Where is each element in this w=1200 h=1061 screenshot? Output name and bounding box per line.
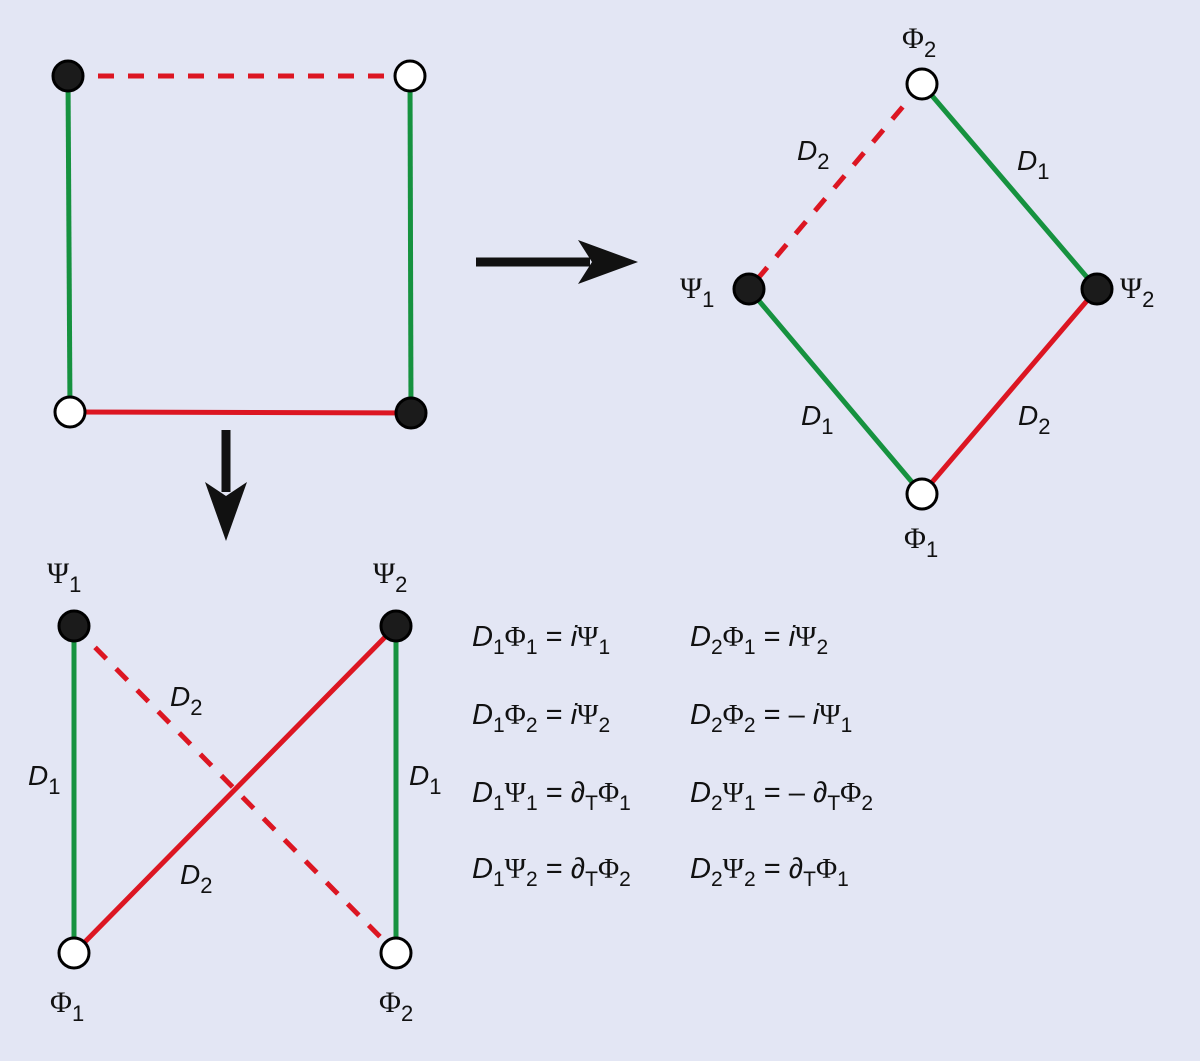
arrow-down [205,430,247,541]
diamond-edge-bottom-right-label: D2 [1018,400,1050,439]
diamond-edge-top-left-d2-dashed [747,82,924,291]
square-edge-bottom-d2 [69,409,412,416]
equations-block: D1Φ1 = iΨ1 D2Φ1 = iΨ2 D1Φ2 = iΨ2 D2Φ2 = … [472,620,942,890]
diamond-edge-bottom-right-d2 [920,287,1099,496]
equation-d2-psi1: D2Ψ1 = – ∂TΦ2 [690,777,874,815]
crossed-edge-left-label: D1 [28,760,60,799]
square-node-top-left [51,59,85,93]
diamond-edge-bottom-left-label: D1 [801,400,833,439]
diamond-node-left [732,272,766,306]
diamond-node-right-label: Ψ2 [1120,272,1154,312]
equation-d1-phi2: D1Φ2 = iΨ2 [472,699,611,737]
diamond-edge-top-left-label: D2 [797,135,829,174]
crossed-node-top-left-label: Ψ1 [47,557,81,597]
square-node-top-right [393,59,427,93]
equation-d1-phi1: D1Φ1 = iΨ1 [472,621,611,659]
diamond-edge-bottom-left-d1 [747,287,924,496]
crossed-node-top-right [379,609,413,643]
crossed-node-bottom-left-label: Φ1 [50,986,84,1026]
crossed-node-top-left [57,609,91,643]
arrow-right [476,240,638,284]
diamond-edge-top-right-d1 [920,82,1099,291]
square-graph [51,59,428,430]
equation-d2-psi2: D2Ψ2 = ∂TΦ1 [690,853,849,891]
crossed-node-bottom-right [379,936,413,970]
diamond-node-left-label: Ψ1 [680,272,714,312]
square-edge-left-d1 [65,75,73,413]
diamond-node-bottom [905,477,939,511]
diamond-node-top-label: Φ2 [902,22,936,62]
diamond-node-bottom-label: Φ1 [904,522,938,562]
square-node-bottom-right [394,396,428,430]
equation-d2-phi2: D2Φ2 = – iΨ1 [690,699,853,737]
crossed-edge-diagonal-label: D2 [180,859,212,898]
crossed-edge-dashed-label: D2 [170,681,202,720]
diamond-edge-top-right-label: D1 [1017,145,1049,184]
crossed-edge-right-label: D1 [409,760,441,799]
crossed-edge-diagonal-d2 [72,624,398,955]
equation-d1-psi1: D1Ψ1 = ∂TΦ1 [472,777,631,815]
equation-d2-phi1: D2Φ1 = iΨ2 [690,621,829,659]
crossed-node-bottom-right-label: Φ2 [379,986,413,1026]
crossed-node-bottom-left [57,936,91,970]
square-node-bottom-left [53,395,87,429]
crossed-node-top-right-label: Ψ2 [373,557,407,597]
crossed-graph: Ψ1 Ψ2 Φ1 Φ2 D1 D1 D2 D2 [28,557,441,1026]
diamond-graph: Φ2 Ψ1 Ψ2 Φ1 D2 D1 D1 D2 [680,22,1154,562]
equation-d1-psi2: D1Ψ2 = ∂TΦ2 [472,853,631,891]
square-edge-right-d1 [407,75,414,414]
diamond-node-top [905,67,939,101]
diamond-node-right [1080,272,1114,306]
